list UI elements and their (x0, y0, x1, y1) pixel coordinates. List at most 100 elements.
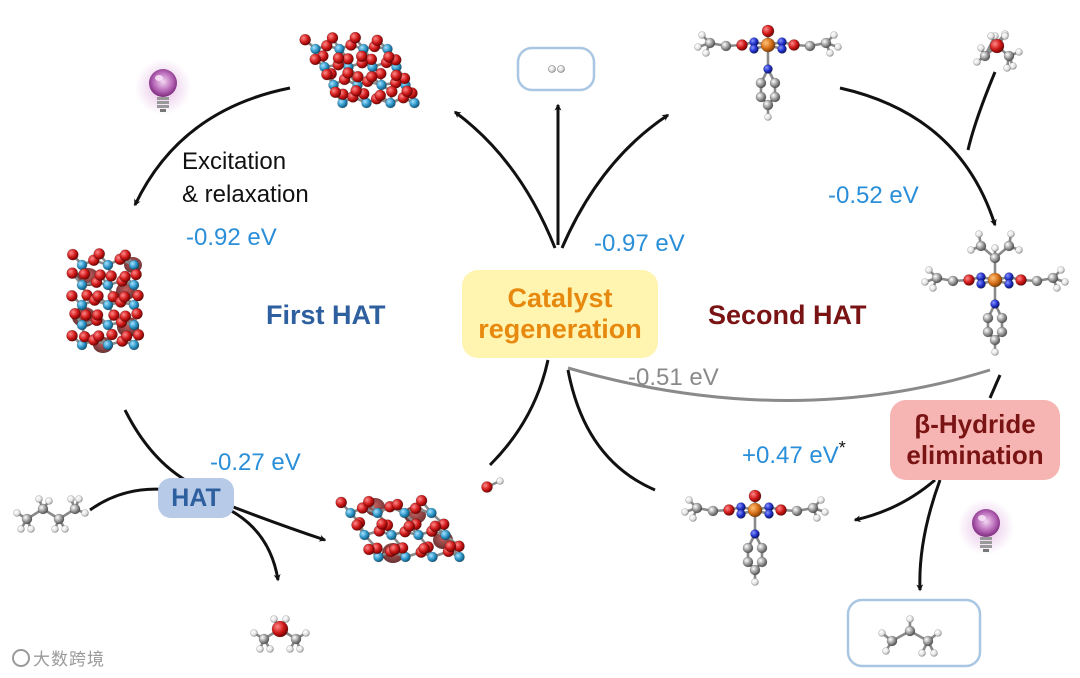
hydrogen-atom (1057, 266, 1065, 274)
nitrogen-atom (777, 44, 787, 54)
iron-complex-bottom (681, 489, 829, 586)
propane-uptake-arrow (966, 71, 997, 151)
direct-path-energy: -0.51 eV (628, 364, 719, 391)
beta-to-fe-arrow (853, 478, 936, 523)
oxygen-atom (66, 248, 79, 261)
metal-atom (386, 529, 397, 541)
propene-molecule (878, 615, 942, 657)
hat-to-propyl-arrow (225, 506, 281, 582)
carbon-atom (258, 633, 270, 645)
oxygen-atom (383, 51, 395, 63)
hydrogen-atom (256, 645, 264, 653)
carbon-atom (982, 312, 994, 324)
carbon-atom (1047, 272, 1059, 284)
metal-atom (454, 551, 465, 563)
catalyst-regeneration-box: Catalyst regeneration (462, 270, 658, 358)
oxygen-atom (376, 518, 388, 530)
oxygen-atom (119, 270, 131, 283)
second-hat-addition-energy: -0.52 eV (828, 182, 919, 209)
hydrogen-atom (302, 629, 310, 637)
iron-atom (760, 37, 776, 53)
excitation-label: Excitation (182, 148, 287, 175)
propyl-radical-bottom (250, 615, 310, 653)
hydrogen-atom (821, 508, 829, 516)
carbon-atom (996, 326, 1008, 338)
carbon-atom (886, 635, 898, 647)
oxygen-atom (108, 309, 120, 321)
oxygen-atom (93, 248, 106, 260)
hydrogen-atom (817, 496, 825, 504)
first-hat-title: First HAT (266, 300, 386, 330)
nitrogen-atom (976, 279, 986, 289)
metal-atom (399, 507, 410, 519)
nitrogen-atom (1004, 279, 1014, 289)
hydrogen-atom (1061, 278, 1069, 286)
metal-atom (413, 529, 424, 541)
carbon-atom (755, 91, 767, 103)
oxygen-atom (120, 330, 133, 342)
hydrogen-atom (45, 497, 53, 505)
carbon-atom (53, 513, 65, 525)
oxygen-atom (748, 489, 762, 503)
metal-atom (440, 529, 451, 541)
metal-atom (128, 319, 140, 331)
oxygen-atom (365, 70, 378, 83)
oxygen-atom (352, 70, 364, 83)
oxygen-atom (1015, 274, 1027, 286)
hydrogen-atom (967, 246, 975, 254)
metal-atom (102, 339, 114, 351)
carbon-atom (756, 542, 768, 554)
hydrogen-atom (930, 649, 938, 657)
carbon-atom (791, 505, 803, 517)
oxygen-atom (349, 31, 362, 44)
oxygen-atom (342, 67, 354, 79)
nitrogen-atom (990, 299, 1000, 309)
metal-atom (385, 97, 396, 109)
metal-atom (345, 507, 356, 519)
hydrogen-atom (975, 230, 983, 238)
first-hat-energy: -0.27 eV (210, 449, 301, 476)
hydrogen-atom (882, 647, 890, 655)
oxygen-atom (119, 249, 132, 262)
hydrogen-atom (973, 58, 981, 66)
oxygen-atom (363, 543, 375, 556)
lightbulb-icon (958, 499, 1014, 555)
hydrogen-atom (681, 508, 689, 516)
oxygen-atom (989, 38, 1005, 54)
carbon-atom (769, 77, 781, 89)
carbon-atom (742, 542, 754, 554)
oxygen-atom (401, 85, 413, 97)
oxygen-atom (390, 69, 403, 82)
metal-atom (426, 507, 437, 519)
hydrogen-atom (81, 509, 89, 517)
oxygen-atom (132, 329, 145, 341)
carbon-atom (931, 272, 943, 284)
oxygen-atom (329, 86, 342, 99)
lightbulb-icon (135, 59, 191, 115)
oxygen-atom (321, 68, 333, 81)
watermark: 大数跨境 (12, 645, 105, 670)
oxygen-atom (391, 498, 404, 511)
hydrogen-atom (282, 615, 290, 623)
beta-hydride-energy: +0.47 eV* (742, 438, 846, 470)
watermark-logo-icon (12, 649, 30, 667)
carbon-atom (691, 502, 703, 514)
hydrogen-atom (878, 629, 886, 637)
hydrogen-atom (75, 495, 83, 503)
hydrogen-atom (1015, 246, 1023, 254)
hydrogen-atom (61, 525, 69, 533)
metal-atom (76, 299, 88, 311)
carbon-atom (982, 326, 994, 338)
oxygen-atom (963, 274, 975, 286)
oxide-cluster-hydroxylated (335, 477, 504, 563)
oxygen-atom (351, 519, 363, 531)
carbon-atom (290, 633, 302, 645)
hydrogen-atom (548, 65, 556, 73)
carbon-atom (756, 556, 768, 568)
carbon-atom (704, 37, 716, 49)
iron-alkyl-complex (921, 230, 1069, 356)
carbon-atom (21, 513, 33, 525)
carbon-atom (1031, 275, 1043, 287)
oxygen-atom (69, 307, 81, 320)
